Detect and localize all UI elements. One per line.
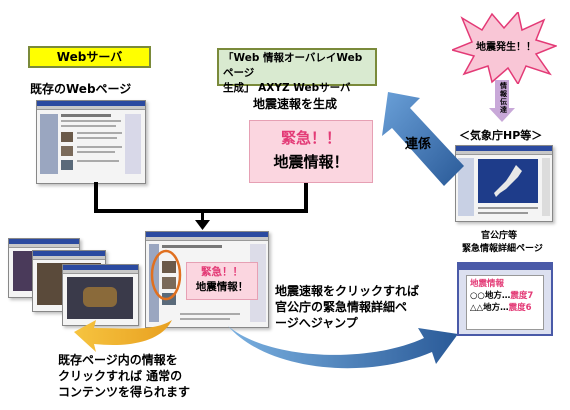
ministry-label-line1: 官公庁等 [481,231,518,241]
jump-text-line1: 地震速報をクリックすれば [275,284,420,298]
jma-label: ＜気象庁HP等＞ [459,129,543,142]
ministry-detail-page: 地震情報 ○○地方…震度7 △△地方…震度6 [457,262,553,336]
ministry-label-line2: 緊急情報詳細ページ [462,244,543,254]
normal-text-line3: コンテンツを得られます [58,385,191,399]
connector-right [304,183,308,212]
ministry-row1-level: 震度7 [510,291,534,301]
overlay-quake-line1: 緊急！！ [201,266,243,278]
overlay-server-label: 「Web 情報オーバレイWebページ 生成」 AXYZ Webサーバ [217,48,377,94]
down-arrowhead [195,220,210,230]
overlay-quake-line2: 地震情報！ [195,281,249,293]
ministry-title: 地震情報 [470,279,505,289]
overlay-server-label-line2: 生成」 AXYZ Webサーバ [223,82,351,94]
normal-text-line1: 既存ページ内の情報を [58,353,178,367]
cooperation-arrow [382,92,464,186]
generate-caption: 地震速報を生成 [253,97,338,111]
existing-page-caption: 既存のWebページ [30,82,132,96]
jump-text-line2: 官公庁の緊急情報詳細ペ [275,300,408,314]
ministry-row1-prefix: ○○地方… [470,291,511,301]
quake-box-line1: 緊急！！ [280,129,341,147]
ministry-content: 地震情報 ○○地方…震度7 △△地方…震度6 [466,275,544,330]
highlight-circle [150,249,182,301]
ministry-title-bar [459,264,551,270]
normal-text-line2: クリックすれば 通常の [58,369,183,383]
info-transfer-text: 情報伝達 [500,82,507,114]
connector-horizontal [94,209,308,213]
jump-text-line3: ージへジャンプ [275,316,358,330]
normal-content-arrow [74,320,172,352]
earthquake-burst [452,12,557,84]
quake-box-line2: 地震情報！ [273,153,349,171]
ministry-row2: △△地方…震度6 [470,302,540,314]
overlay-server-label-line1: 「Web 情報オーバレイWebページ [223,52,363,79]
existing-web-page-thumbnail [36,100,146,184]
web-server-label: Webサーバ [28,46,151,68]
info-transfer-arrow [489,80,515,122]
normal-content-text: 既存ページ内の情報を クリックすれば 通常の コンテンツを得られます [58,352,190,400]
jma-web-page-thumbnail [455,145,553,222]
connector-left [94,182,98,212]
overlay-quake-box[interactable]: 緊急！！ 地震情報！ [186,262,258,300]
emergency-quake-box: 緊急！！ 地震情報！ [249,120,373,183]
earthquake-burst-text: 地震発生！！ [476,42,536,53]
ministry-row2-level: 震度6 [508,303,532,313]
connector-down [201,212,204,224]
jump-text: 地震速報をクリックすれば 官公庁の緊急情報詳細ペ ージへジャンプ [275,283,419,331]
existing-page-stack-front [62,264,139,326]
cooperation-text: 連係 [405,137,432,152]
ministry-row2-prefix: △△地方… [470,303,509,313]
ministry-row1: ○○地方…震度7 [470,290,540,302]
jump-arrow [228,326,458,369]
ministry-label: 官公庁等 [481,230,517,242]
